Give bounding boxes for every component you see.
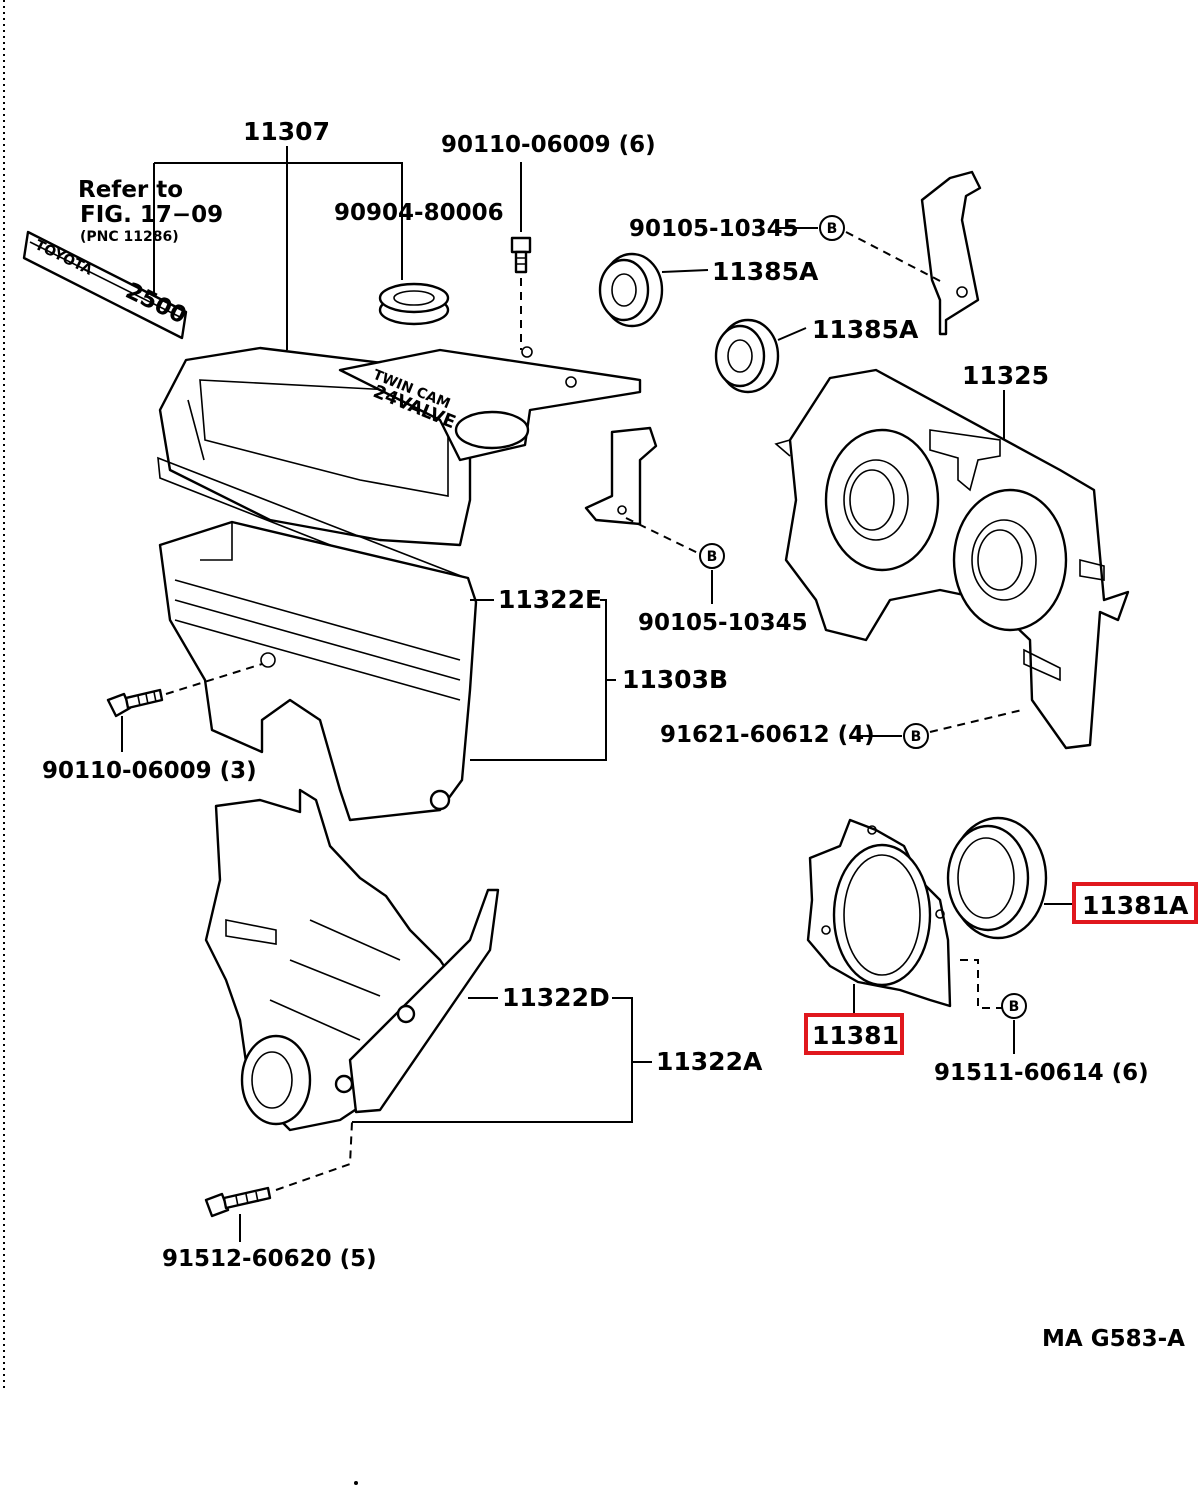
label-11325: 11325 (962, 361, 1049, 390)
dash-90105-top (845, 231, 943, 283)
leader-11385a-1 (661, 269, 709, 273)
label-90904-80006: 90904-80006 (334, 200, 504, 226)
label-refer-to: Refer to (78, 177, 183, 203)
label-fig-ref: FIG. 17−09 (80, 202, 223, 228)
label-pnc: (PNC 11286) (80, 229, 179, 245)
svg-text:B: B (1009, 999, 1020, 1015)
label-90105-10345-top: 90105-10345 (629, 216, 799, 242)
label-90110-06009-left: 90110-06009 (3) (42, 758, 257, 784)
label-11307: 11307 (243, 117, 330, 146)
svg-text:B: B (827, 221, 838, 237)
bracket-small (584, 426, 658, 526)
label-11303b: 11303B (622, 665, 728, 694)
label-90110-06009-top: 90110-06009 (6) (441, 132, 656, 158)
bracket-11322a (352, 997, 633, 1123)
highlight-11381 (804, 1013, 904, 1055)
hook-bracket (920, 170, 982, 336)
upper-cover-11307: TWIN CAM 24VALVE (157, 346, 642, 822)
label-11322d: 11322D (502, 983, 610, 1012)
badge-b-right: B (903, 723, 929, 749)
label-11322e: 11322E (498, 585, 602, 614)
badge-b-mid: B (699, 543, 725, 569)
dash-bracket-small (625, 517, 705, 557)
svg-text:B: B (707, 549, 718, 565)
rear-plate-11325 (774, 368, 1130, 750)
dash-91621 (929, 709, 1023, 733)
lower-cover-11322 (204, 788, 500, 1132)
label-11322a: 11322A (656, 1047, 763, 1076)
leader-11385a-2 (777, 327, 807, 341)
label-91511-60614: 91511-60614 (6) (934, 1060, 1149, 1086)
label-11381a: 11381A (1082, 891, 1189, 920)
dash-91512 (275, 1121, 353, 1191)
label-91512-60620: 91512-60620 (5) (162, 1246, 377, 1272)
bolt-91512 (204, 1186, 272, 1218)
seal-retainer-11381 (806, 818, 952, 1008)
label-91621-60612: 91621-60612 (4) (660, 722, 875, 748)
label-11385a-upper: 11385A (712, 257, 819, 286)
label-11381: 11381 (812, 1021, 899, 1050)
oil-seal-11381a (946, 816, 1048, 940)
oil-seal-11385a-upper (598, 252, 664, 328)
label-90105-10345-mid: 90105-10345 (638, 610, 808, 636)
bolt-90110-left (106, 688, 164, 718)
bracket-11303b (470, 599, 607, 761)
highlight-11381a (1072, 882, 1198, 924)
badge-b-top: B (819, 215, 845, 241)
emblem-plate: TOYOTA 2500 (22, 230, 190, 340)
grommet-90904 (378, 282, 450, 326)
oil-seal-11385a-lower (714, 318, 780, 394)
page-dot (354, 1481, 358, 1485)
leader-bracket-top (154, 162, 403, 280)
svg-text:B: B (911, 729, 922, 745)
label-11385a-lower: 11385A (812, 315, 919, 344)
figure-code: MA G583-A (1042, 1326, 1185, 1352)
dash-91511 (960, 959, 1002, 1009)
bolt-90110-top (510, 236, 532, 274)
badge-b-bottom: B (1001, 993, 1027, 1019)
dash-90110-left (165, 663, 263, 695)
